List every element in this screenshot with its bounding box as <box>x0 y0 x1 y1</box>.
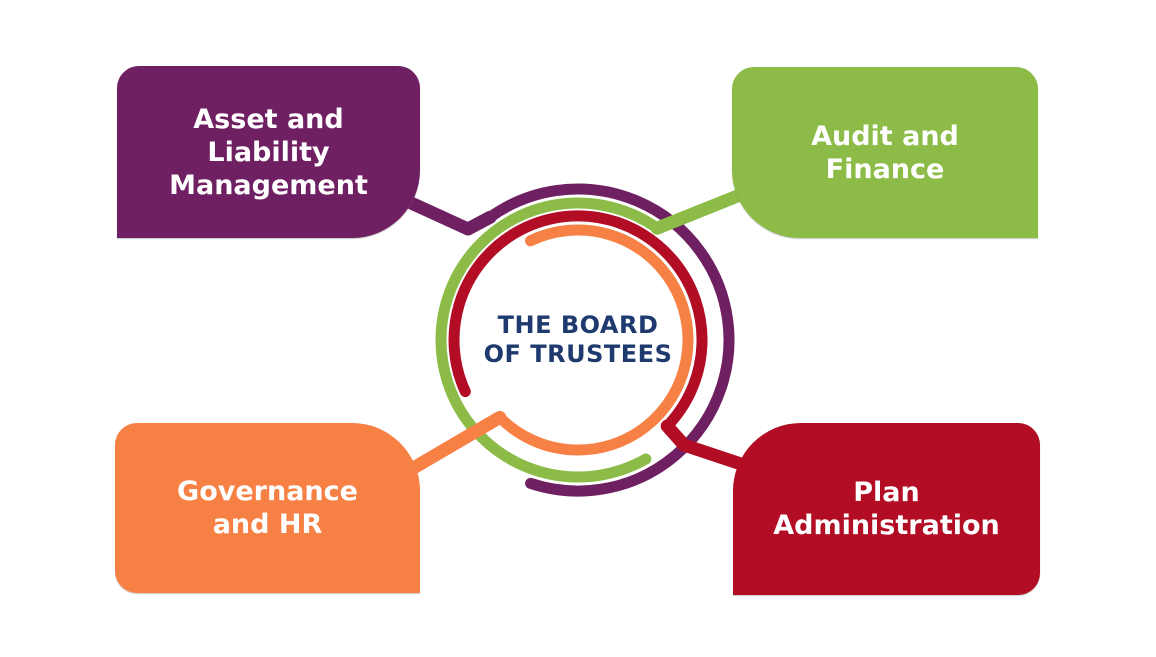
node-label-plan-administration: Plan Administration <box>773 477 1000 541</box>
node-governance-hr: Governance and HR <box>115 423 420 593</box>
asset-liability-ring-arc <box>484 183 735 497</box>
asset-liability-connector <box>391 190 497 236</box>
node-audit-finance: Audit and Finance <box>732 67 1038 238</box>
audit-finance-connector <box>650 184 757 235</box>
plan-administration-connector <box>660 419 751 472</box>
governance-hr-ring-arc <box>494 224 694 456</box>
connector-group <box>391 184 757 477</box>
node-label-asset-liability-management: Asset and Liability Management <box>169 103 368 201</box>
node-label-governance-hr: Governance and HR <box>177 476 358 540</box>
plan-administration-ring-arc <box>448 210 708 432</box>
node-label-audit-finance: Audit and Finance <box>811 120 959 185</box>
node-asset-liability-management: Asset and Liability Management <box>117 66 420 238</box>
center-title: THE BOARD OF TRUSTEES <box>483 311 673 368</box>
governance-hr-connector <box>403 410 507 477</box>
ring-group <box>435 183 735 497</box>
node-plan-administration: Plan Administration <box>733 423 1040 595</box>
audit-finance-ring-arc <box>435 197 663 483</box>
